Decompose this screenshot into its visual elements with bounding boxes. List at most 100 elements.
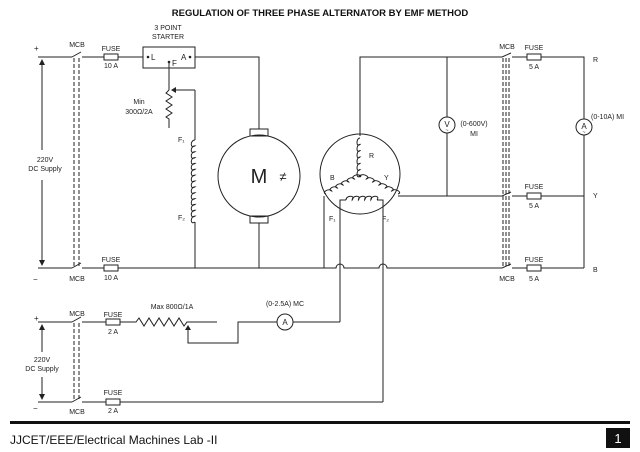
fuse-rating: 5 A xyxy=(529,64,539,71)
fuse-bottom xyxy=(103,264,119,272)
fuse-rating: 2 A xyxy=(108,329,118,336)
ammeter-ac xyxy=(575,118,593,136)
starter-label: 3 POINT xyxy=(154,25,182,32)
wire xyxy=(512,56,585,269)
ammeter-dc-label: (0-2.5A) MC xyxy=(266,301,304,308)
voltmeter: V ~ (0-600V) MI xyxy=(438,57,488,196)
phase-r-winding xyxy=(356,137,362,178)
fuse-top xyxy=(103,53,119,61)
minus-sign: − xyxy=(33,404,38,413)
fuse-label: FUSE xyxy=(525,184,544,191)
supply-voltage: 220V xyxy=(34,357,51,364)
wire xyxy=(38,321,72,403)
brush xyxy=(249,128,269,137)
wire xyxy=(174,89,196,140)
mcb-label: MCB xyxy=(69,276,85,283)
footer-rule xyxy=(10,421,630,424)
terminal-f: F xyxy=(172,59,177,68)
fuse-label: FUSE xyxy=(525,45,544,52)
footer-text: JJCET/EEE/Electrical Machines Lab -II xyxy=(10,433,217,447)
phase-b-winding xyxy=(323,174,361,195)
ammeter-icon: A xyxy=(282,318,288,327)
alternator-circle xyxy=(319,133,401,215)
supply-voltage: 220V xyxy=(37,157,54,164)
svg-text:~: ~ xyxy=(583,130,586,136)
plus-sign: + xyxy=(34,44,39,53)
fuse-label: FUSE xyxy=(104,390,123,397)
mcb-label: MCB xyxy=(69,42,85,49)
supply-leads xyxy=(38,56,72,269)
alt-field-f2: F₂ xyxy=(382,216,389,223)
supply-type: DC Supply xyxy=(25,366,59,373)
fuse-label: FUSE xyxy=(104,312,123,319)
voltmeter-type: MI xyxy=(470,131,478,138)
terminal-a: A xyxy=(181,53,187,62)
rheostat-rating: 300Ω/2A xyxy=(125,109,153,116)
mcb-linkage xyxy=(73,58,80,266)
mcb-switch[interactable] xyxy=(71,316,106,403)
mcb-label: MCB xyxy=(69,311,85,318)
fuse-rating: 10 A xyxy=(104,63,118,70)
diagram-title: REGULATION OF THREE PHASE ALTERNATOR BY … xyxy=(172,8,469,19)
wiper-arrow xyxy=(171,87,176,93)
terminal-l: L xyxy=(151,53,156,62)
mcb-label: MCB xyxy=(499,44,515,51)
ammeter-ac-label: (0-10A) MI xyxy=(591,114,624,121)
shaft-coupling: ≠ xyxy=(279,169,286,184)
terminal-b: B xyxy=(593,267,598,274)
alt-field-f1: F₁ xyxy=(329,216,336,223)
motor-armature xyxy=(217,134,301,218)
fuse-label: FUSE xyxy=(102,257,121,264)
supply-type: DC Supply xyxy=(28,166,62,173)
field-terminal-f1: F₁ xyxy=(178,137,185,144)
page-number: 1 xyxy=(614,431,621,446)
alternator: R B Y F₁ F₂ xyxy=(319,56,502,268)
motor-field-coil xyxy=(190,139,197,224)
voltmeter-range: (0-600V) xyxy=(460,121,487,128)
phase-label-b: B xyxy=(330,175,335,182)
fuse-rating: 2 A xyxy=(108,408,118,415)
wire xyxy=(323,56,502,268)
starter-label: STARTER xyxy=(152,34,184,41)
load-side: MCB MCB FUSE 5 A FUSE 5 A FUSE 5 A R Y B… xyxy=(499,44,624,283)
wire xyxy=(339,204,384,402)
fuse-rating: 5 A xyxy=(529,276,539,283)
terminal-y: Y xyxy=(593,193,598,200)
phase-y-winding xyxy=(359,174,401,195)
plus-sign: + xyxy=(34,314,39,323)
fuse-label: FUSE xyxy=(525,257,544,264)
phase-label-r: R xyxy=(369,153,374,160)
svg-text:~: ~ xyxy=(446,128,449,134)
exciter-rheostat xyxy=(120,317,217,327)
voltmeter-icon: V xyxy=(444,120,450,129)
phase-label-y: Y xyxy=(384,175,389,182)
wire xyxy=(187,321,340,344)
mcb-label: MCB xyxy=(69,409,85,416)
field-rheostat: Min 300Ω/2A xyxy=(125,87,196,140)
fuse-rating: 5 A xyxy=(529,203,539,210)
alternator-field-winding xyxy=(345,195,379,202)
wire xyxy=(339,199,384,204)
fuse-rating: 10 A xyxy=(104,275,118,282)
wiper-arrow xyxy=(185,325,191,330)
three-point-starter: 3 POINT STARTER L A F xyxy=(142,25,260,129)
field-terminal-f2: F₂ xyxy=(178,215,185,222)
wire xyxy=(118,263,502,269)
motor-label: M xyxy=(251,166,268,188)
rheostat-label: Min xyxy=(133,99,144,106)
minus-sign: − xyxy=(33,275,38,284)
top-dc-supply: + − 220V DC Supply MCB MCB FUSE 10 A FUS… xyxy=(28,42,143,284)
terminal-r: R xyxy=(593,57,598,64)
rheostat-label: Max 800Ω/1A xyxy=(151,304,194,311)
mcb-label: MCB xyxy=(499,276,515,283)
page-number-box xyxy=(606,428,630,448)
fuse-label: FUSE xyxy=(102,46,121,53)
bottom-dc-supply: + − 220V DC Supply MCB MCB FUSE 2 A FUSE… xyxy=(25,301,383,416)
resistor xyxy=(165,89,173,128)
mcb-linkage xyxy=(502,58,510,266)
ammeter-icon: A xyxy=(581,122,587,131)
mcb-switch[interactable] xyxy=(71,51,104,269)
wire xyxy=(168,56,260,129)
ammeter-dc xyxy=(276,313,294,331)
